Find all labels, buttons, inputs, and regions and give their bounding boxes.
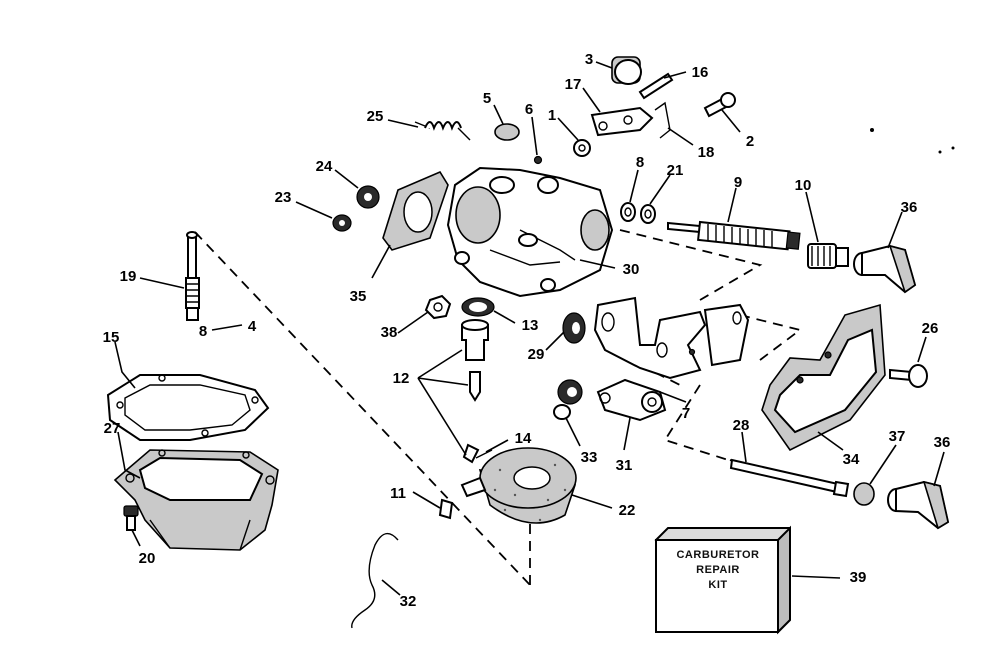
part-30-carburetor-body [446, 166, 614, 298]
callout-17: 17 [565, 76, 582, 93]
callout-31: 31 [616, 457, 633, 474]
part-26-screw [889, 364, 928, 388]
callout-30: 30 [623, 261, 640, 278]
kit-label-line1: CARBURETOR [676, 549, 759, 561]
callout-27: 27 [104, 420, 121, 437]
callout-7: 7 [682, 405, 690, 422]
callout-6: 6 [525, 101, 533, 118]
part-7-bracket [593, 296, 750, 380]
callout-28: 28 [733, 417, 750, 434]
callout-35: 35 [350, 288, 367, 305]
part-35-gasket [382, 170, 449, 251]
part-25-spring [414, 121, 471, 141]
part-1-nut [573, 139, 591, 157]
callout-37: 37 [889, 428, 906, 445]
callout-19: 19 [120, 268, 137, 285]
part-9-needle-valve [667, 220, 801, 251]
callout-2: 2 [746, 133, 754, 150]
callout-23: 23 [275, 189, 292, 206]
callout-11: 11 [390, 485, 406, 502]
part-21-washer [640, 204, 656, 224]
callout-numbers: 1 2 3 4 5 6 7 8 8 9 10 11 12 13 14 15 16… [103, 51, 951, 610]
callout-12: 12 [393, 370, 410, 387]
part-37-bushing [853, 482, 875, 506]
part-20-screw [123, 505, 139, 531]
part-34-cover-plate [761, 303, 886, 452]
callout-15: 15 [103, 329, 120, 346]
part-32-wire-link [351, 532, 399, 629]
callout-14: 14 [515, 430, 532, 447]
callout-25: 25 [367, 108, 384, 125]
callout-16: 16 [692, 64, 709, 81]
callout-36b: 36 [934, 434, 951, 451]
callout-1: 1 [548, 107, 556, 124]
part-11-pin [438, 498, 454, 520]
part-16-screw [638, 72, 674, 100]
stray-marks [870, 128, 955, 154]
part-18-link [654, 101, 671, 139]
callout-18: 18 [698, 144, 715, 161]
callout-10: 10 [795, 177, 812, 194]
callout-13: 13 [522, 317, 539, 334]
callout-3: 3 [585, 51, 593, 68]
part-8-washer [620, 202, 636, 222]
part-17-lever [590, 106, 654, 137]
callout-9: 9 [734, 174, 742, 191]
callout-8b: 8 [199, 323, 207, 340]
part-36-knob-upper [853, 244, 917, 294]
callout-34: 34 [843, 451, 860, 468]
part-36-knob-lower [887, 480, 950, 530]
part-14-hinge-pin [475, 449, 493, 459]
part-15-gasket [106, 374, 270, 441]
part-33-clip [553, 379, 583, 420]
callout-21: 21 [667, 162, 684, 179]
callout-36a: 36 [901, 199, 918, 216]
kit-label-line3: KIT [708, 579, 727, 591]
part-5-plug [494, 123, 520, 141]
callout-33: 33 [581, 449, 598, 466]
callout-8a: 8 [636, 154, 644, 171]
part-39-repair-kit-box: CARBURETOR REPAIR KIT [654, 525, 791, 635]
callout-39: 39 [850, 569, 867, 586]
part-27-float-bowl [113, 449, 279, 551]
part-23-washer [332, 214, 352, 232]
callout-22: 22 [619, 502, 636, 519]
part-24-washer [356, 185, 380, 209]
leader-lines [114, 61, 945, 596]
part-29-bushing [562, 312, 586, 344]
callout-38: 38 [381, 324, 398, 341]
part-31-throttle-arm [596, 378, 667, 422]
part-22-float [460, 447, 577, 524]
part-28-shaft [729, 458, 850, 498]
callout-5: 5 [483, 90, 491, 107]
callout-4: 4 [248, 318, 257, 335]
callout-24: 24 [316, 158, 333, 175]
callout-29: 29 [528, 346, 545, 363]
part-10-packing-nut [807, 243, 849, 269]
part-3-knob [611, 56, 642, 85]
part-19-screw [185, 231, 200, 321]
kit-label-line2: REPAIR [696, 564, 740, 576]
part-12-needle-and-seat [461, 319, 489, 464]
part-13-gasket [461, 297, 495, 317]
part-2-screw [703, 92, 736, 118]
part-6-ball [533, 155, 543, 165]
callout-26: 26 [922, 320, 939, 337]
part-38-nut [424, 294, 452, 320]
callout-20: 20 [139, 550, 156, 567]
callout-32: 32 [400, 593, 417, 610]
